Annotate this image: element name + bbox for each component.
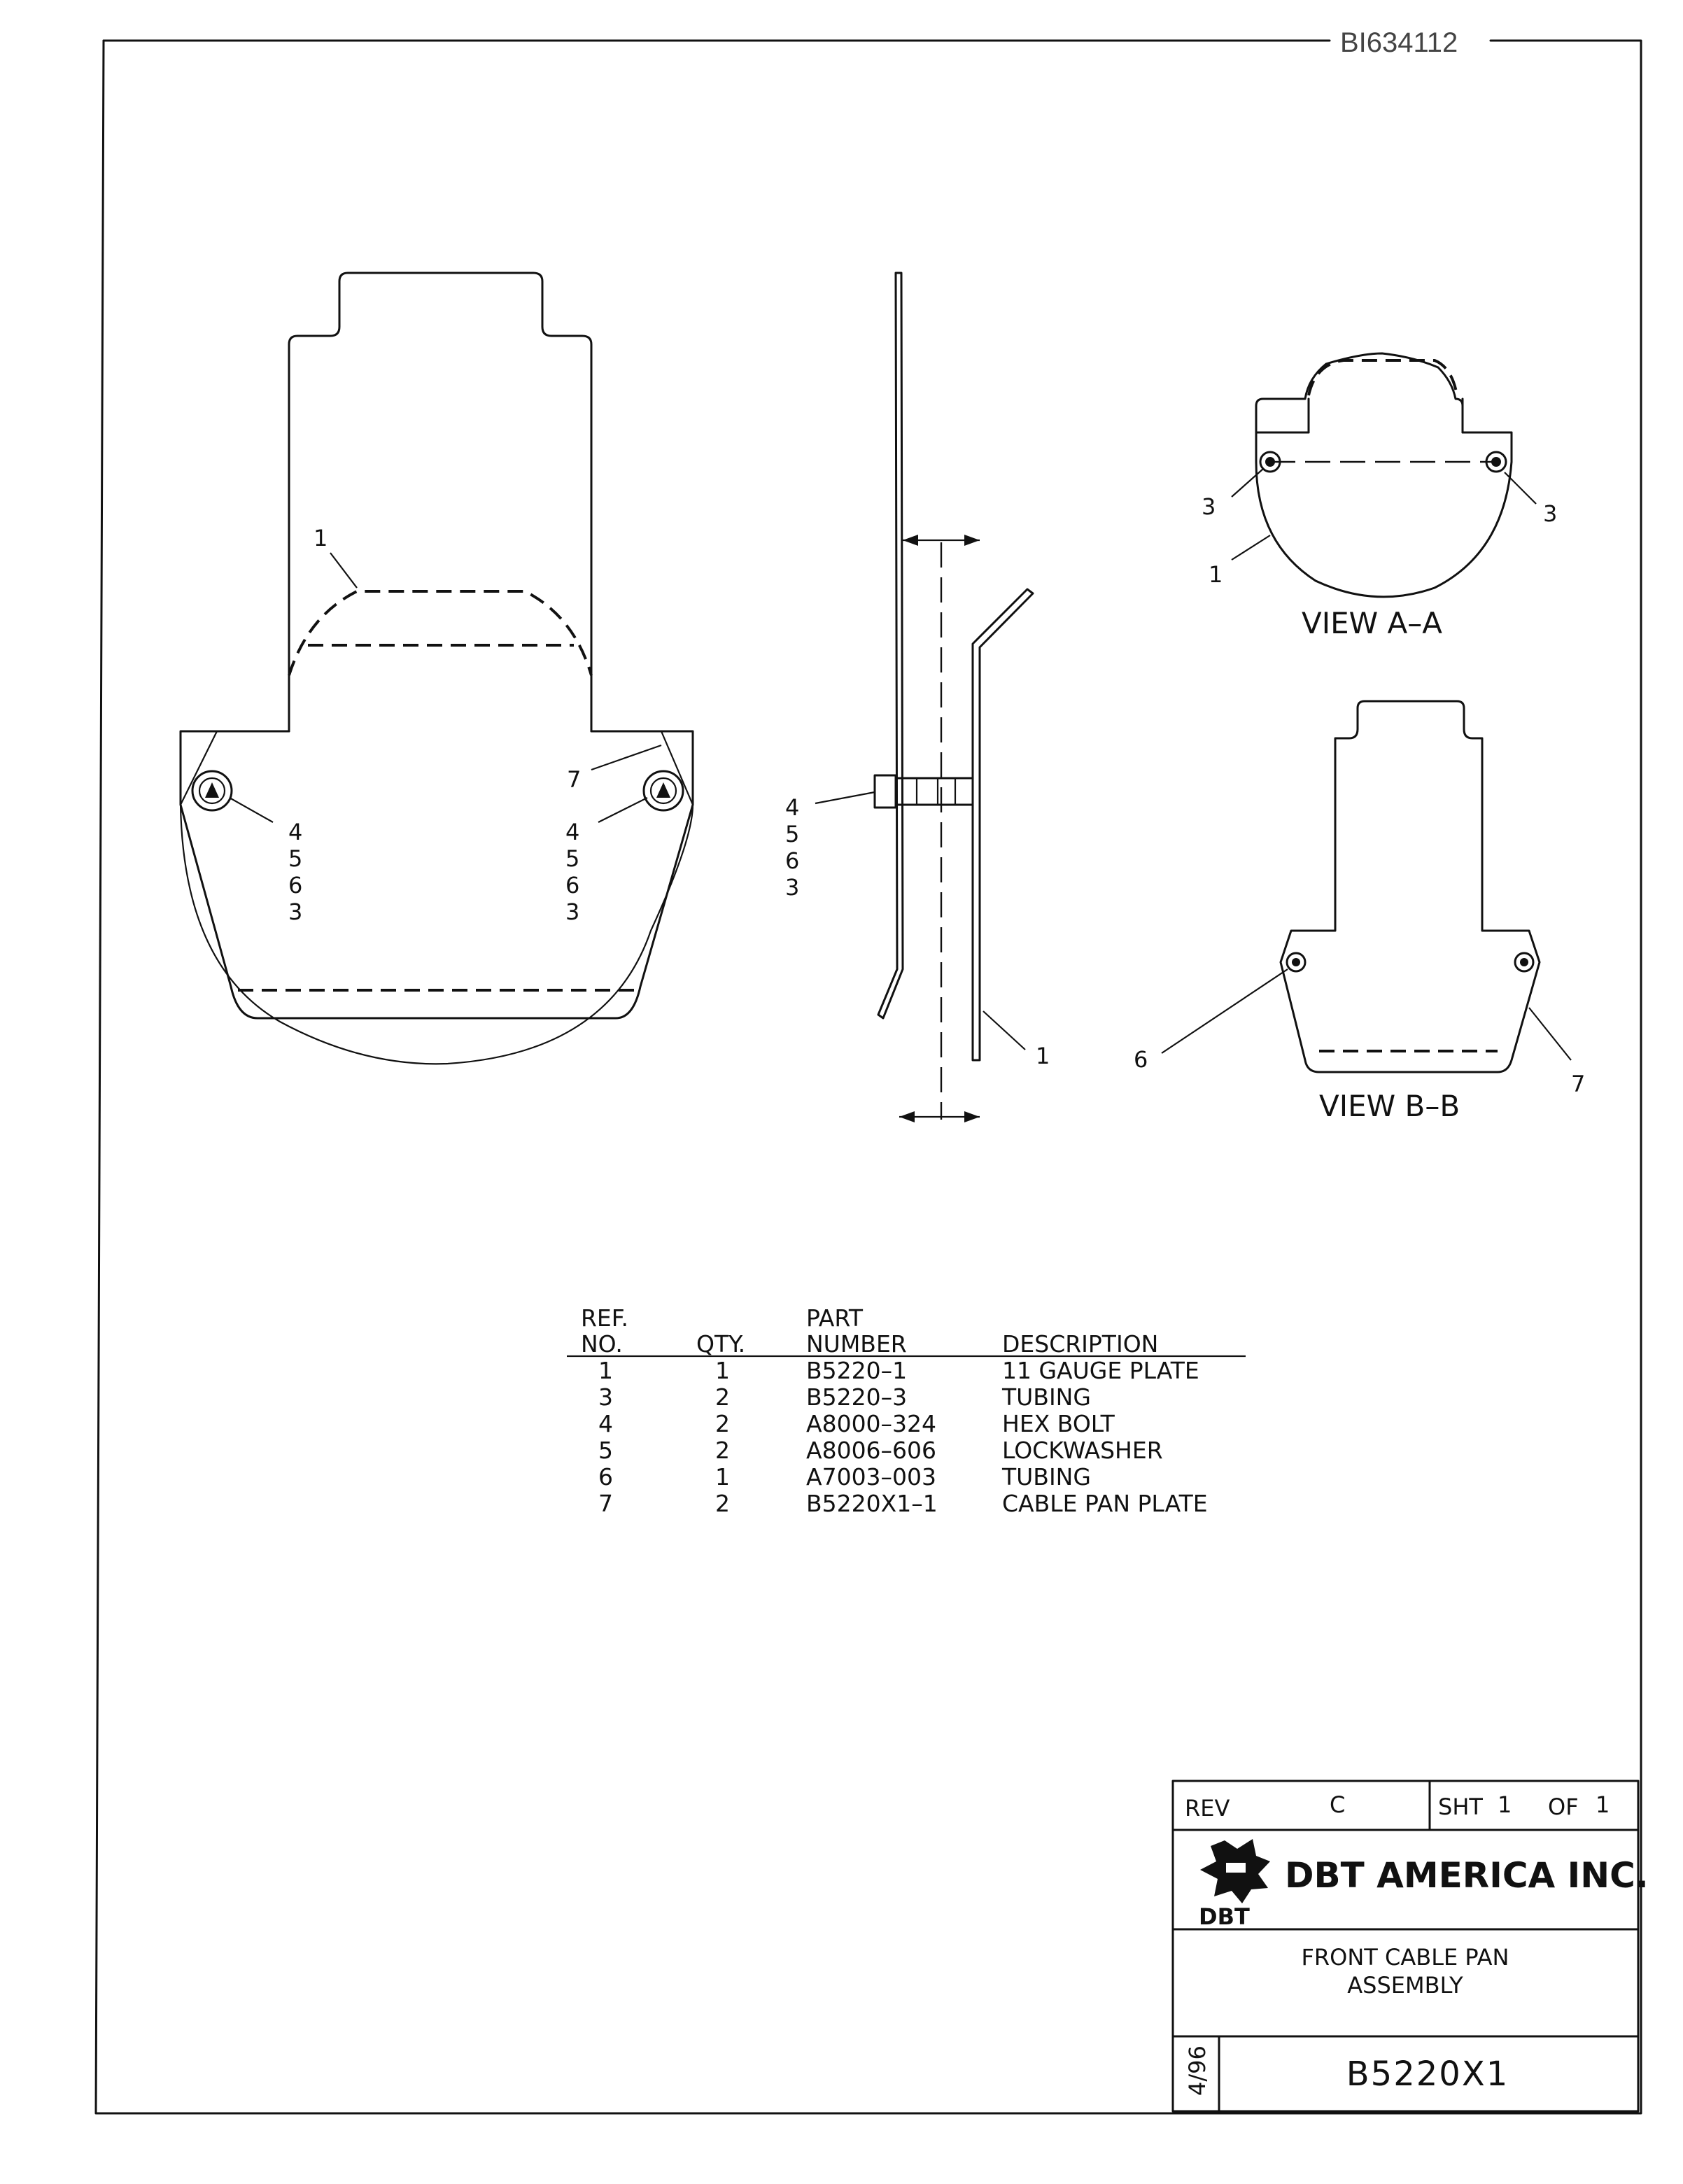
view-b-title: VIEW B–B <box>1319 1089 1460 1123</box>
drawing-date: 4/96 <box>1184 2045 1211 2096</box>
bolt-right <box>642 770 684 812</box>
view-a-ref-tube-right: 3 <box>1543 500 1557 527</box>
svg-text:A7003–003: A7003–003 <box>806 1463 936 1491</box>
svg-text:3: 3 <box>785 874 799 901</box>
side-view <box>815 272 1034 1122</box>
sheet-border <box>94 39 1642 2115</box>
drawing-number: B5220X1 <box>1346 2055 1509 2094</box>
svg-text:B5220X1–1: B5220X1–1 <box>806 1490 938 1517</box>
svg-text:TUBING: TUBING <box>1001 1383 1091 1411</box>
svg-text:1: 1 <box>715 1357 730 1384</box>
svg-text:1: 1 <box>715 1463 730 1491</box>
table-row: 6 1 A7003–003 TUBING <box>598 1463 1091 1491</box>
svg-text:5: 5 <box>785 821 799 847</box>
svg-text:6: 6 <box>565 872 579 899</box>
svg-text:HEX BOLT: HEX BOLT <box>1002 1410 1115 1437</box>
svg-text:4: 4 <box>598 1410 613 1437</box>
front-ref-cable-pan: 7 <box>567 766 581 793</box>
table-row: 4 2 A8000–324 HEX BOLT <box>598 1410 1115 1437</box>
svg-text:3: 3 <box>288 899 302 925</box>
svg-text:NUMBER: NUMBER <box>806 1330 907 1358</box>
svg-text:4: 4 <box>785 794 799 821</box>
svg-text:B5220–3: B5220–3 <box>806 1383 907 1411</box>
dbt-logo: DBT <box>1199 1839 1270 1930</box>
view-a-a <box>1231 352 1537 598</box>
svg-text:TUBING: TUBING <box>1001 1463 1091 1491</box>
front-view <box>179 272 694 1065</box>
svg-text:CABLE PAN PLATE: CABLE PAN PLATE <box>1002 1490 1208 1517</box>
svg-text:DESCRIPTION: DESCRIPTION <box>1002 1330 1158 1358</box>
title-line-2: ASSEMBLY <box>1347 1972 1463 1999</box>
view-b-b <box>1161 700 1572 1073</box>
bolt-left <box>191 770 233 812</box>
view-a-title: VIEW A–A <box>1302 606 1442 640</box>
svg-text:NO.: NO. <box>581 1330 623 1358</box>
svg-text:2: 2 <box>715 1490 730 1517</box>
sheet-label: SHT <box>1438 1794 1483 1820</box>
svg-text:5: 5 <box>598 1437 613 1464</box>
svg-text:4: 4 <box>565 819 579 845</box>
of-value: 1 <box>1596 1791 1610 1818</box>
sheet-value: 1 <box>1498 1791 1512 1818</box>
side-ref-plate: 1 <box>1036 1043 1050 1069</box>
svg-text:6: 6 <box>288 872 302 899</box>
svg-text:LOCKWASHER: LOCKWASHER <box>1002 1437 1163 1464</box>
view-b-ref-tubing: 6 <box>1134 1046 1148 1073</box>
front-right-stack: 4 5 6 3 <box>565 819 579 925</box>
svg-text:A8000–324: A8000–324 <box>806 1410 936 1437</box>
rev-label: REV <box>1185 1795 1230 1822</box>
svg-text:2: 2 <box>715 1437 730 1464</box>
of-label: OF <box>1548 1794 1579 1820</box>
table-row: 5 2 A8006–606 LOCKWASHER <box>598 1437 1163 1464</box>
view-a-ref-tube-left: 3 <box>1202 493 1216 520</box>
document-id: BI634112 <box>1340 27 1458 58</box>
view-b-ref-cable-pan: 7 <box>1571 1071 1585 1097</box>
parts-list: REF. NO. QTY. PART NUMBER DESCRIPTION 1 … <box>567 1304 1246 1517</box>
side-stack: 4 5 6 3 <box>785 794 799 901</box>
svg-text:REF.: REF. <box>581 1304 628 1332</box>
front-left-stack: 4 5 6 3 <box>288 819 302 925</box>
svg-text:2: 2 <box>715 1383 730 1411</box>
svg-text:5: 5 <box>288 845 302 872</box>
svg-text:4: 4 <box>288 819 302 845</box>
svg-text:7: 7 <box>598 1490 613 1517</box>
svg-text:6: 6 <box>598 1463 613 1491</box>
rev-value: C <box>1330 1791 1345 1818</box>
svg-text:QTY.: QTY. <box>696 1330 745 1358</box>
title-line-1: FRONT CABLE PAN <box>1302 1944 1509 1971</box>
svg-text:3: 3 <box>598 1383 613 1411</box>
table-row: 7 2 B5220X1–1 CABLE PAN PLATE <box>598 1490 1208 1517</box>
title-block: REV C SHT 1 OF 1 DBT DBT AMERICA INC. FR… <box>1171 1780 1649 2113</box>
svg-text:2: 2 <box>715 1410 730 1437</box>
logo-text: DBT <box>1199 1903 1250 1930</box>
svg-text:A8006–606: A8006–606 <box>806 1437 936 1464</box>
svg-text:B5220–1: B5220–1 <box>806 1357 907 1384</box>
view-a-ref-plate: 1 <box>1209 561 1223 588</box>
svg-text:5: 5 <box>565 845 579 872</box>
front-ref-plate: 1 <box>314 525 328 551</box>
svg-text:PART: PART <box>806 1304 864 1332</box>
svg-text:3: 3 <box>565 899 579 925</box>
svg-text:11 GAUGE PLATE: 11 GAUGE PLATE <box>1002 1357 1199 1384</box>
table-row: 3 2 B5220–3 TUBING <box>598 1383 1091 1411</box>
table-row: 1 1 B5220–1 11 GAUGE PLATE <box>598 1357 1199 1384</box>
svg-text:6: 6 <box>785 847 799 874</box>
company-name: DBT AMERICA INC. <box>1285 1855 1649 1896</box>
svg-text:1: 1 <box>598 1357 613 1384</box>
